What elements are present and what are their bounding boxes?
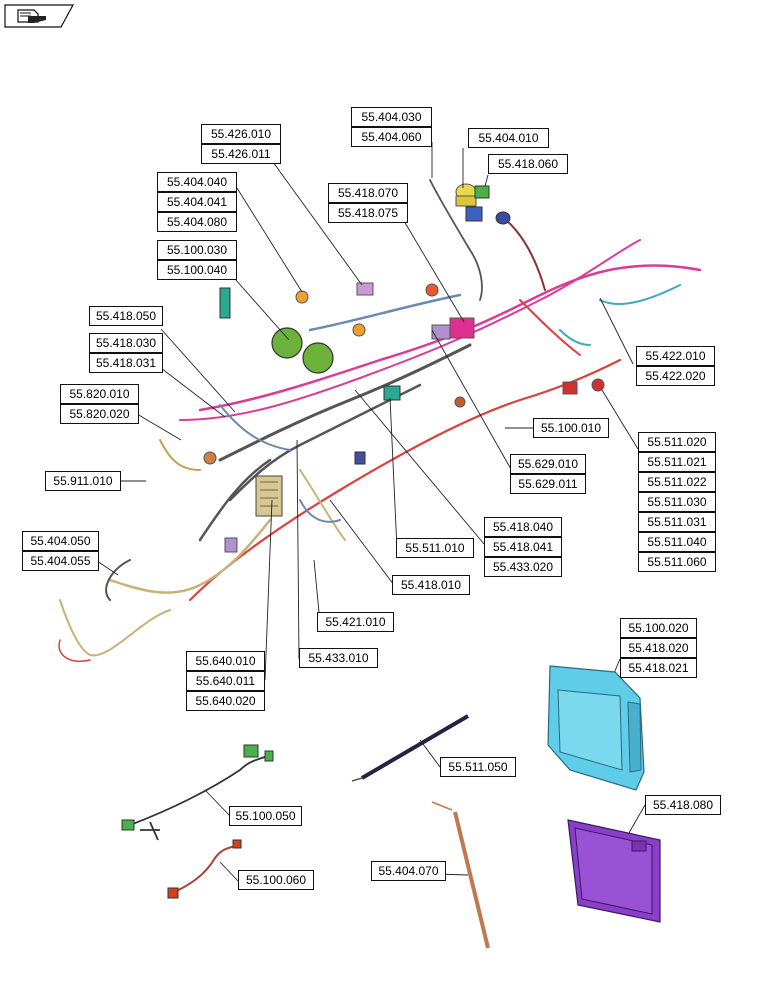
part-label-55820010[interactable]: 55.820.010 bbox=[60, 384, 139, 404]
part-label-55426010[interactable]: 55.426.010 bbox=[201, 124, 281, 144]
part-label-55404050[interactable]: 55.404.050 bbox=[22, 531, 99, 551]
main-harness bbox=[58, 179, 702, 662]
monitor-unit bbox=[547, 665, 645, 791]
part-label-55422020[interactable]: 55.422.020 bbox=[636, 366, 715, 386]
part-label-55511060[interactable]: 55.511.060 bbox=[638, 552, 716, 572]
part-label-55511040[interactable]: 55.511.040 bbox=[638, 532, 716, 552]
part-label-55911010[interactable]: 55.911.010 bbox=[45, 471, 121, 491]
part-label-55421010[interactable]: 55.421.010 bbox=[317, 612, 394, 632]
part-label-55511020[interactable]: 55.511.020 bbox=[638, 432, 716, 452]
part-label-55100020[interactable]: 55.100.020 bbox=[620, 618, 697, 638]
part-label-55404030[interactable]: 55.404.030 bbox=[351, 107, 432, 127]
display-unit bbox=[567, 819, 661, 923]
accessory-parts bbox=[121, 665, 661, 949]
part-label-55433010[interactable]: 55.433.010 bbox=[299, 648, 378, 668]
part-label-55418031[interactable]: 55.418.031 bbox=[89, 353, 163, 373]
part-label-55100050[interactable]: 55.100.050 bbox=[229, 806, 302, 826]
part-label-55418080[interactable]: 55.418.080 bbox=[645, 795, 721, 815]
part-label-55418070[interactable]: 55.418.070 bbox=[328, 183, 408, 203]
part-label-55418060[interactable]: 55.418.060 bbox=[488, 154, 568, 174]
part-label-55100060[interactable]: 55.100.060 bbox=[238, 870, 314, 890]
part-label-55404040[interactable]: 55.404.040 bbox=[157, 172, 237, 192]
back-tab[interactable] bbox=[4, 4, 75, 33]
part-label-55418030[interactable]: 55.418.030 bbox=[89, 333, 163, 353]
part-label-55511022[interactable]: 55.511.022 bbox=[638, 472, 716, 492]
part-label-55418075[interactable]: 55.418.075 bbox=[328, 203, 408, 223]
part-label-55511031[interactable]: 55.511.031 bbox=[638, 512, 716, 532]
part-label-55418050[interactable]: 55.418.050 bbox=[89, 306, 163, 326]
part-label-55418020[interactable]: 55.418.020 bbox=[620, 638, 697, 658]
part-label-55418010[interactable]: 55.418.010 bbox=[392, 575, 470, 595]
part-label-55404041[interactable]: 55.404.041 bbox=[157, 192, 237, 212]
part-label-55640010[interactable]: 55.640.010 bbox=[186, 651, 265, 671]
part-label-55433020[interactable]: 55.433.020 bbox=[484, 557, 562, 577]
part-label-55404060[interactable]: 55.404.060 bbox=[351, 127, 432, 147]
part-label-55640011[interactable]: 55.640.011 bbox=[186, 671, 265, 691]
part-label-55404070[interactable]: 55.404.070 bbox=[371, 861, 446, 881]
part-label-55422010[interactable]: 55.422.010 bbox=[636, 346, 715, 366]
part-label-55404055[interactable]: 55.404.055 bbox=[22, 551, 99, 571]
open-book-icon bbox=[17, 9, 46, 23]
components bbox=[203, 183, 605, 553]
part-label-55418041[interactable]: 55.418.041 bbox=[484, 537, 562, 557]
part-label-55640020[interactable]: 55.640.020 bbox=[186, 691, 265, 711]
part-label-55511010[interactable]: 55.511.010 bbox=[396, 538, 474, 558]
part-label-55100010[interactable]: 55.100.010 bbox=[533, 418, 609, 438]
part-label-55820020[interactable]: 55.820.020 bbox=[60, 404, 139, 424]
part-label-55418021[interactable]: 55.418.021 bbox=[620, 658, 697, 678]
part-label-55629011[interactable]: 55.629.011 bbox=[510, 474, 586, 494]
part-label-55629010[interactable]: 55.629.010 bbox=[510, 454, 586, 474]
part-label-55404010[interactable]: 55.404.010 bbox=[468, 128, 549, 148]
part-label-55511021[interactable]: 55.511.021 bbox=[638, 452, 716, 472]
part-label-55418040[interactable]: 55.418.040 bbox=[484, 517, 562, 537]
part-label-55100030[interactable]: 55.100.030 bbox=[157, 240, 237, 260]
part-label-55404080[interactable]: 55.404.080 bbox=[157, 212, 237, 232]
part-label-55511050[interactable]: 55.511.050 bbox=[440, 757, 516, 777]
part-label-55100040[interactable]: 55.100.040 bbox=[157, 260, 237, 280]
part-label-55426011[interactable]: 55.426.011 bbox=[201, 144, 281, 164]
leader-lines bbox=[96, 142, 646, 882]
part-label-55511030[interactable]: 55.511.030 bbox=[638, 492, 716, 512]
